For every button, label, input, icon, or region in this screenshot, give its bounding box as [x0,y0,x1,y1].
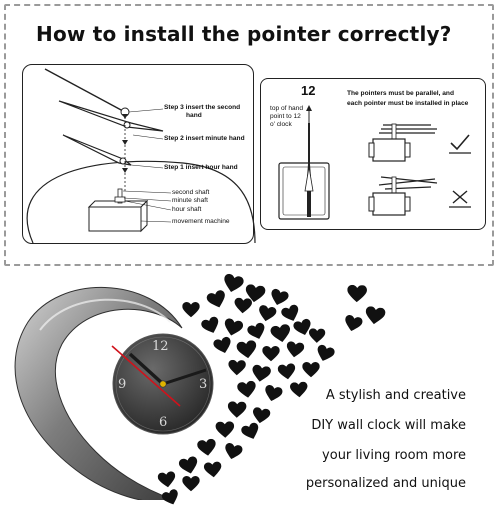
twelve-label: 12 [301,83,316,98]
heart-icon [270,323,293,344]
clock-numeral-6: 6 [159,415,168,430]
page-title: How to install the pointer correctly? [36,22,452,46]
heart-icon [157,471,177,489]
heart-icon [263,384,284,404]
heart-icon [212,336,233,356]
heart-icon [236,340,258,361]
heart-icon [203,461,222,479]
caption-line-3: your living room more [322,448,466,463]
heart-icon [277,363,297,381]
heart-icon [347,284,367,304]
heart-icon [182,476,200,492]
heart-icon [205,289,228,311]
mirror-heart-shape [14,286,183,500]
heart-icon [200,315,222,336]
product-photo: 12 3 6 9 A stylish and creative DIY wall… [0,270,500,505]
heart-icon [314,344,336,365]
rule-line-1: The pointers must be parallel, and [347,90,454,97]
step-3-label-cont: hand [186,112,202,119]
caption-line-1: A stylish and creative [325,388,466,403]
caption-line-4: personalized and unique [305,476,466,491]
steps-diagram [26,68,256,244]
mirror-heart-clock [14,286,214,500]
hour-shaft-label: hour shaft [172,206,202,213]
minute-shaft-label: minute shaft [172,197,208,204]
note-line-3: o' clock [270,121,292,128]
heart-icon [215,421,235,439]
heart-icon [237,380,258,399]
clock-second-hand [111,345,181,407]
heart-icon [257,304,278,323]
heart-icon [364,306,386,327]
caption-line-2: DIY wall clock will make [311,418,466,433]
heart-icon [223,442,244,462]
heart-icon [343,314,364,334]
heart-icon [308,328,326,344]
heart-icon [227,401,247,419]
step-3-label: Step 3 insert the second [164,104,241,111]
movement-side-wrong-drawing [372,192,406,216]
heart-icon [290,381,309,398]
instruction-card: How to install the pointer correctly? [4,4,494,266]
clock-numeral-3: 3 [199,377,208,392]
movement-machine-label: movement machine [172,218,230,225]
heart-icon [244,284,266,305]
second-shaft-label: second shaft [172,189,210,196]
heart-icon [197,438,218,457]
rule-line-2: each pointer must be installed in place [347,100,469,107]
heart-icon [240,421,262,442]
second-hand-drawing [44,68,124,112]
movement-machine-drawing [88,206,142,232]
installation-steps-panel: Step 3 insert the second hand Step 2 ins… [22,64,256,244]
heart-icon [250,364,271,384]
alignment-diagram [278,105,471,220]
heart-icon [285,341,305,359]
heart-icon [222,317,244,338]
heart-icon [221,273,245,295]
clock-minute-hand [162,368,207,386]
heart-icon [262,346,280,362]
pointer-alignment-panel: 12 top of hand point to 12 o' clock The … [260,78,486,230]
note-line-2: point to 12 [270,113,301,120]
clock-hour-hand [128,352,165,386]
clock-numeral-9: 9 [118,377,127,392]
cross-icon [449,190,471,208]
step-1-label: Step 1 insert hour hand [164,164,238,171]
heart-icon [251,407,271,426]
heart-icon [178,455,200,476]
note-line-1: top of hand [270,105,303,112]
heart-icon [234,297,253,314]
movement-side-correct-drawing [372,138,406,162]
step-2-label: Step 2 insert minute hand [164,135,245,142]
minute-hand-drawing [58,100,164,132]
clock-numeral-12: 12 [152,339,169,354]
check-icon [449,134,471,154]
heart-icon [268,288,289,308]
heart-icon [280,303,302,324]
movement-front-drawing [278,162,330,220]
heart-icon [302,362,320,378]
heart-icon [228,359,246,377]
heart-icon [292,318,313,338]
heart-icon [246,322,268,343]
heart-icon [182,302,200,318]
